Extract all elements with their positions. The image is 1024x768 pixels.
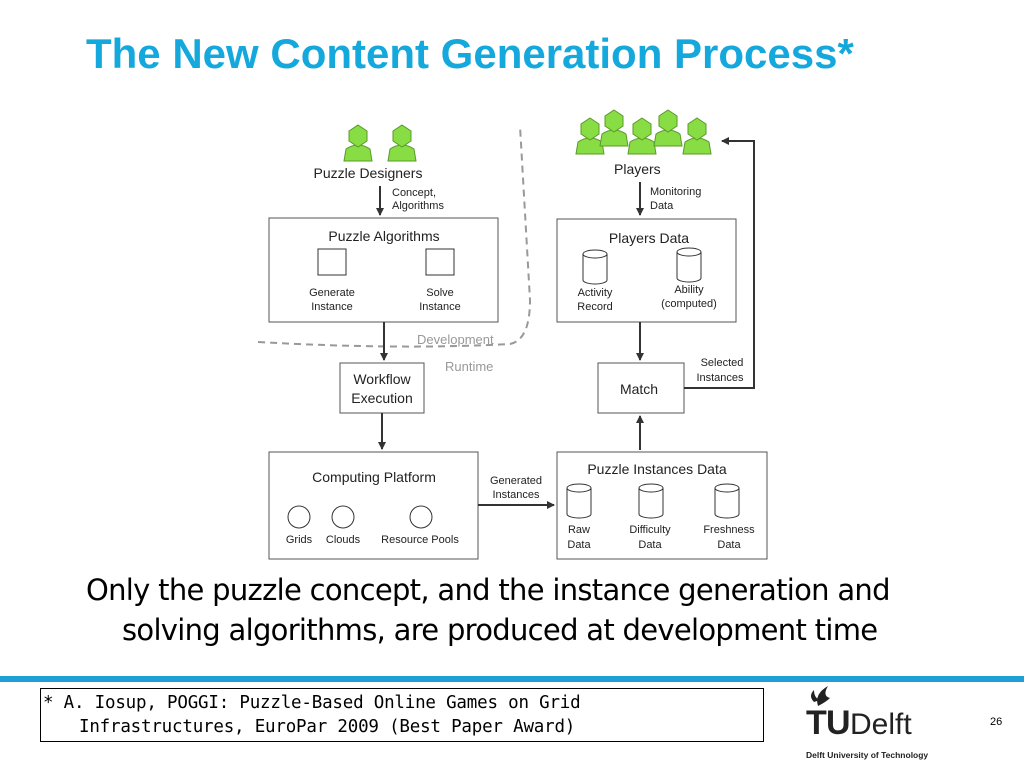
difficulty-label-1: Difficulty <box>629 524 671 536</box>
activity-label-1: Activity <box>578 287 613 299</box>
difficulty-data-icon <box>638 483 664 519</box>
players-data-label: Players Data <box>609 230 689 246</box>
freshness-label-2: Data <box>717 539 741 551</box>
selected-label-2: Instances <box>696 372 744 384</box>
process-diagram: Puzzle Designers Concept, Algorithms Puz… <box>257 109 768 560</box>
grids-label: Grids <box>286 534 313 546</box>
concept-label-2: Algorithms <box>392 200 444 212</box>
summary-text: Only the puzzle concept, and the instanc… <box>86 570 986 650</box>
tudelft-logo: T U Delft Delft University of Technology <box>806 686 928 760</box>
raw-label-1: Raw <box>568 524 590 536</box>
activity-record-icon <box>582 249 608 285</box>
logo-delft: Delft <box>850 708 912 741</box>
freshness-label-1: Freshness <box>703 524 755 536</box>
runtime-label: Runtime <box>445 359 493 374</box>
page-number: 26 <box>990 716 1003 728</box>
generated-label-1: Generated <box>490 475 542 487</box>
clouds-label: Clouds <box>326 534 361 546</box>
activity-label-2: Record <box>577 301 612 313</box>
summary-line-2: solving algorithms, are produced at deve… <box>122 613 878 647</box>
generated-label-2: Instances <box>492 489 540 501</box>
footer-divider <box>0 676 1024 682</box>
generate-instance-icon <box>317 248 347 276</box>
monitoring-label-1: Monitoring <box>650 186 701 198</box>
match-box <box>597 362 685 414</box>
logo-u: U <box>826 704 851 742</box>
raw-data-icon <box>566 483 592 519</box>
workflow-execution-box <box>339 362 425 414</box>
generate-label-2: Instance <box>311 301 353 313</box>
computing-platform-box <box>268 451 479 560</box>
computing-platform-label: Computing Platform <box>312 469 436 485</box>
resource-pools-label: Resource Pools <box>381 534 459 546</box>
freshness-data-icon <box>714 483 740 519</box>
summary-line-1: Only the puzzle concept, and the instanc… <box>86 573 891 607</box>
generate-label-1: Generate <box>309 287 355 299</box>
monitoring-label-2: Data <box>650 200 674 212</box>
match-to-players-arrow <box>684 137 755 389</box>
resource-pools-icon <box>409 505 433 529</box>
citation-line-1: * A. Iosup, POGGI: Puzzle-Based Online G… <box>43 693 581 713</box>
puzzle-designers-icon <box>343 124 417 162</box>
solve-label-1: Solve <box>426 287 454 299</box>
citation-box: * A. Iosup, POGGI: Puzzle-Based Online G… <box>40 688 764 742</box>
clouds-icon <box>331 505 355 529</box>
dev-runtime-separator <box>257 125 532 348</box>
raw-label-2: Data <box>567 539 591 551</box>
puzzle-algorithms-box <box>268 217 499 323</box>
slide-title: The New Content Generation Process* <box>86 30 854 77</box>
grids-icon <box>287 505 311 529</box>
solve-instance-icon <box>425 248 455 276</box>
puzzle-designers-label: Puzzle Designers <box>314 165 423 181</box>
citation-line-2: Infrastructures, EuroPar 2009 (Best Pape… <box>79 717 576 737</box>
workflow-label-2: Execution <box>351 390 412 406</box>
selected-label-1: Selected <box>701 357 744 369</box>
logo-caption: Delft University of Technology <box>806 750 928 760</box>
ability-label-2: (computed) <box>661 298 717 310</box>
flame-icon <box>811 686 830 706</box>
players-label: Players <box>614 161 661 177</box>
players-icon <box>575 109 712 155</box>
logo-t: T <box>806 704 827 742</box>
ability-label-1: Ability <box>674 284 704 296</box>
concept-label-1: Concept, <box>392 187 436 199</box>
match-label: Match <box>620 381 658 397</box>
development-label: Development <box>417 332 494 347</box>
ability-icon <box>676 247 702 283</box>
solve-label-2: Instance <box>419 301 461 313</box>
workflow-label-1: Workflow <box>353 371 411 387</box>
puzzle-instances-data-label: Puzzle Instances Data <box>587 461 727 477</box>
difficulty-label-2: Data <box>638 539 662 551</box>
puzzle-algorithms-label: Puzzle Algorithms <box>328 228 439 244</box>
